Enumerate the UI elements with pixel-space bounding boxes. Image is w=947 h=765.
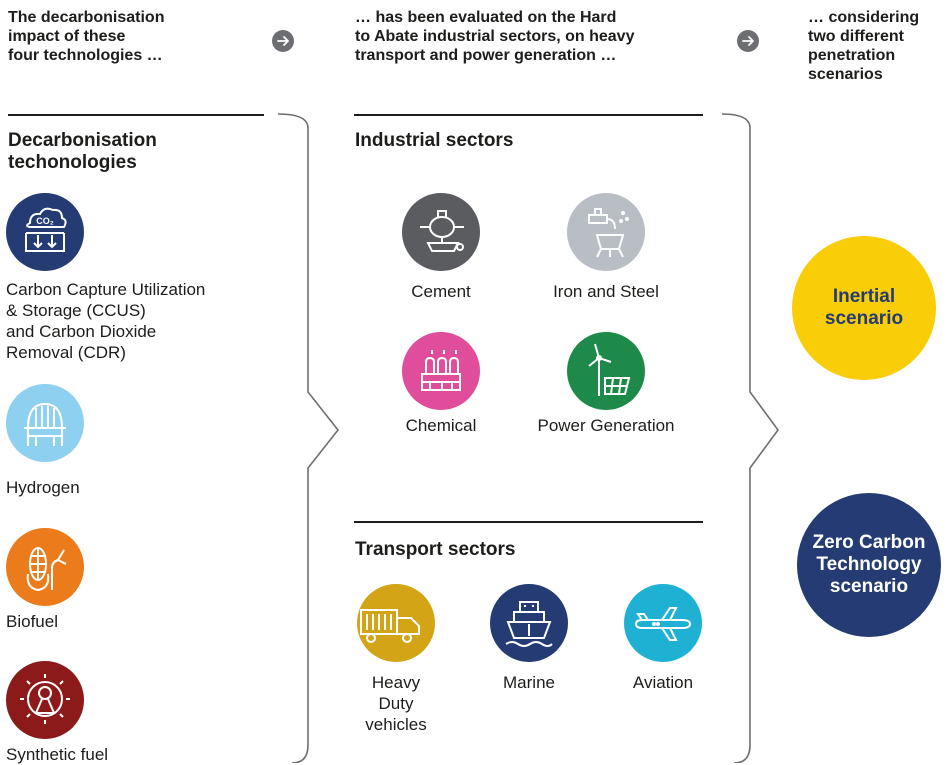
cement-mixer-icon bbox=[402, 193, 480, 271]
scenario-line: scenario bbox=[829, 576, 909, 597]
airplane-icon bbox=[624, 584, 702, 662]
chemical-label: Chemical bbox=[405, 416, 477, 435]
ccus-label: Carbon Capture Utilization & Storage (CC… bbox=[6, 279, 205, 363]
intro-scenarios: … considering two different penetration … bbox=[808, 8, 919, 84]
hydrogen-tank-icon bbox=[6, 384, 84, 462]
co2-text: CO₂ bbox=[36, 216, 54, 226]
chemical-plant-icon bbox=[402, 332, 480, 410]
arrow-right-icon bbox=[272, 30, 294, 52]
marine-label: Marine bbox=[503, 673, 555, 692]
arrow-right-icon bbox=[737, 30, 759, 52]
zero-carbon-scenario-circle: Zero Carbon Technology scenario bbox=[797, 493, 941, 637]
ship-icon bbox=[490, 584, 568, 662]
biofuel-label: Biofuel bbox=[6, 611, 58, 632]
hydrogen-label: Hydrogen bbox=[6, 477, 80, 498]
aviation-label: Aviation bbox=[632, 673, 694, 692]
divider bbox=[8, 114, 264, 116]
technologies-title: Decarbonisation techonologies bbox=[8, 130, 157, 174]
label-line: Biofuel bbox=[6, 612, 58, 631]
transport-title: Transport sectors bbox=[355, 539, 516, 560]
heavy-duty-label: Heavy Duty vehicles bbox=[346, 672, 446, 735]
intro-line: impact of these bbox=[8, 28, 126, 45]
co2-capture-icon: CO₂ bbox=[6, 193, 84, 271]
intro-line: to Abate industrial sectors, on heavy bbox=[355, 28, 635, 45]
intro-line: two different bbox=[808, 28, 904, 45]
scenario-line: Inertial bbox=[832, 286, 896, 307]
label-line: Removal (CDR) bbox=[6, 343, 126, 362]
wind-solar-icon bbox=[567, 332, 645, 410]
steel-furnace-icon bbox=[567, 193, 645, 271]
intro-line: The decarbonisation bbox=[8, 9, 165, 26]
intro-line: transport and power generation … bbox=[355, 47, 617, 64]
power-generation-label: Power Generation bbox=[537, 416, 675, 435]
intro-line: four technologies … bbox=[8, 47, 163, 64]
inertial-scenario-circle: Inertial scenario bbox=[792, 236, 936, 380]
bracket-left bbox=[277, 113, 340, 763]
scenario-line: Zero Carbon bbox=[812, 532, 926, 553]
synthetic-fuel-label: Synthetic fuel bbox=[6, 744, 108, 765]
title-line: Decarbonisation bbox=[8, 130, 157, 151]
intro-sectors: … has been evaluated on the Hard to Abat… bbox=[355, 8, 634, 65]
label-line: Hydrogen bbox=[6, 478, 80, 497]
title-line: techonologies bbox=[8, 152, 137, 173]
corn-fuel-icon bbox=[6, 528, 84, 606]
label-line: and Carbon Dioxide bbox=[6, 322, 157, 341]
intro-line: … considering bbox=[808, 9, 920, 26]
intro-line: … has been evaluated on the Hard bbox=[355, 9, 617, 26]
scenario-line: Technology bbox=[816, 554, 922, 575]
label-line: Duty bbox=[378, 694, 414, 713]
divider bbox=[354, 114, 703, 116]
truck-icon bbox=[357, 584, 435, 662]
label-line: Heavy bbox=[371, 673, 421, 692]
synthetic-fuel-gear-icon bbox=[6, 661, 84, 739]
label-line: & Storage (CCUS) bbox=[6, 301, 146, 320]
scenario-line: scenario bbox=[824, 308, 904, 329]
bracket-middle bbox=[721, 113, 779, 763]
intro-technologies: The decarbonisation impact of these four… bbox=[8, 8, 164, 65]
cement-label: Cement bbox=[411, 282, 471, 301]
iron-steel-label: Iron and Steel bbox=[553, 282, 659, 301]
intro-line: scenarios bbox=[808, 66, 883, 83]
divider bbox=[354, 521, 703, 523]
label-line: vehicles bbox=[365, 715, 427, 734]
label-line: Synthetic fuel bbox=[6, 745, 109, 764]
intro-line: penetration bbox=[808, 47, 896, 64]
label-line: Carbon Capture Utilization bbox=[6, 280, 206, 299]
industrial-title: Industrial sectors bbox=[355, 130, 514, 151]
